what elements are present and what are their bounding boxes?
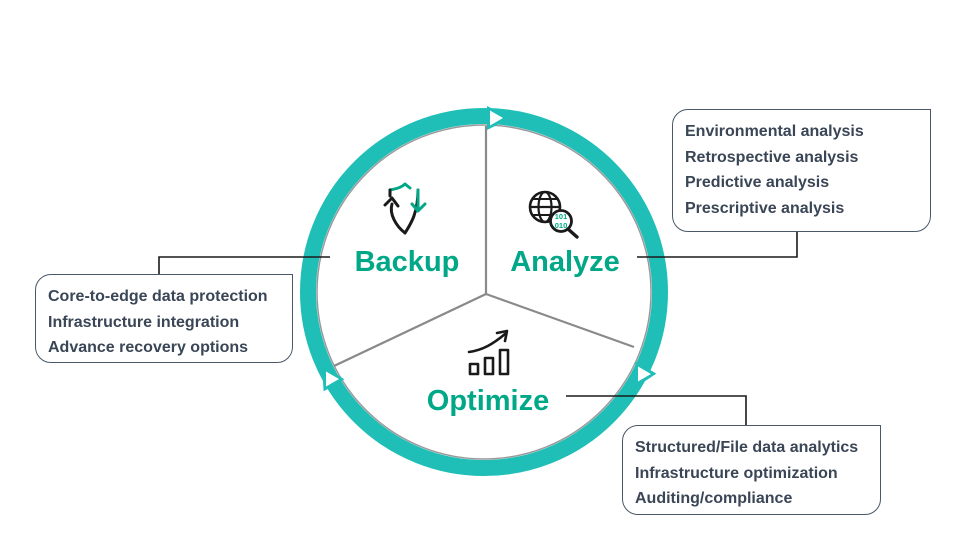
list-item: Structured/File data analytics [635, 439, 859, 456]
list-item: Core-to-edge data protection [48, 288, 268, 305]
arrowhead-top [487, 106, 511, 130]
list-item: Infrastructure integration [48, 313, 240, 331]
binary-text-bottom: 010 [555, 221, 568, 230]
list-item: Retrospective analysis [685, 148, 859, 166]
arrowhead-left [322, 364, 345, 392]
list-item: Predictive analysis [685, 174, 830, 191]
segment-label-optimize: Optimize [427, 385, 549, 417]
backup-details-box: Core-to-edge data protection Infrastruct… [35, 274, 293, 363]
growth-bar-chart-icon [467, 329, 510, 376]
segment-label-backup: Backup [355, 246, 460, 278]
list-item: Auditing/compliance [635, 490, 793, 507]
globe-binary-search-icon: 101 010 [528, 190, 579, 239]
segment-label-analyze: Analyze [510, 246, 620, 278]
list-item: Advance recovery options [48, 339, 249, 356]
inner-ring [316, 124, 652, 460]
optimize-details-box: Structured/File data analytics Infrastru… [622, 425, 881, 515]
list-item: Infrastructure optimization [635, 464, 838, 482]
divider-left [333, 293, 487, 367]
analyze-details-box: Environmental analysis Retrospective ana… [672, 109, 931, 232]
connector-backup [158, 256, 330, 274]
list-item: Prescriptive analysis [685, 199, 845, 217]
connector-optimize [566, 395, 747, 425]
list-item: Environmental analysis [685, 123, 864, 140]
cycle-ring [300, 108, 668, 476]
divider-right [485, 292, 635, 349]
arrowhead-right [634, 361, 657, 389]
binary-text-top: 101 [555, 212, 568, 221]
connector-analyze [637, 232, 798, 258]
shield-cycle-icon [383, 182, 427, 235]
